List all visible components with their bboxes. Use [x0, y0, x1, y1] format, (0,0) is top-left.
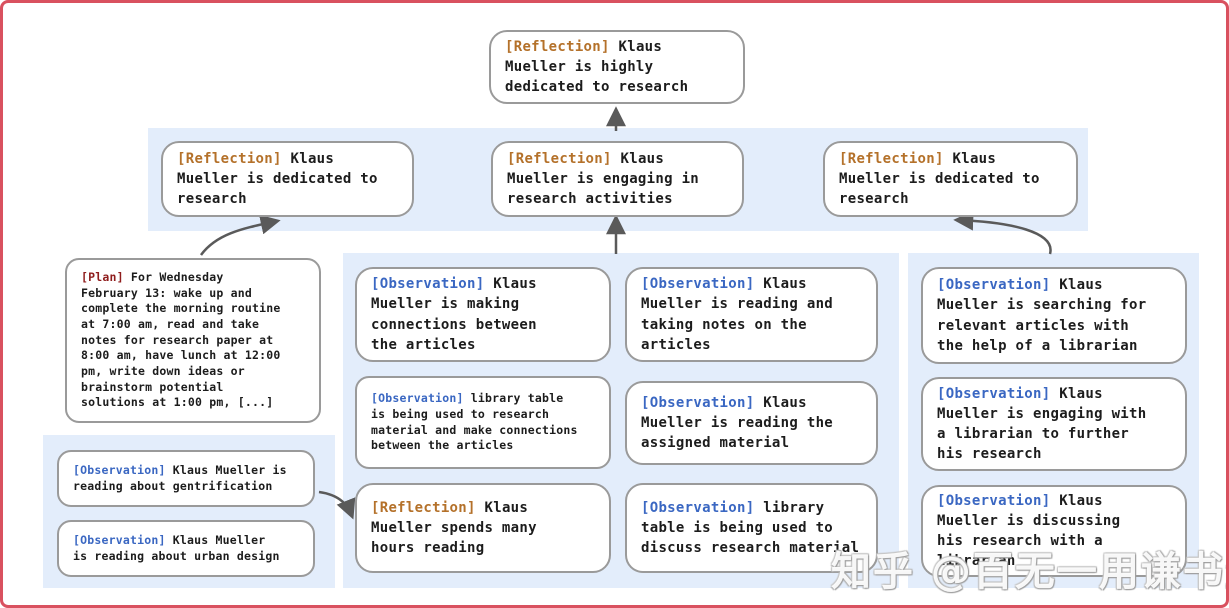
memory-text: library table is being used to discuss r… [641, 499, 860, 556]
reflection-tag: [Reflection] [177, 150, 282, 167]
memory-text: Klaus Mueller is engaging in research ac… [507, 150, 700, 208]
observation-tag: [Observation] [937, 385, 1051, 402]
reflection-tag: [Reflection] [371, 499, 476, 516]
memory-box-obs-gentrification: [Observation] Klaus Mueller is reading a… [57, 450, 315, 507]
memory-text: For Wednesday February 13: wake up and c… [81, 270, 281, 410]
memory-text: Klaus Mueller is highly dedicated to res… [505, 38, 689, 96]
memory-box-obs-assigned-material: [Observation] Klaus Mueller is reading t… [625, 381, 878, 465]
watermark-text: 知乎 @百无一用谦书生 [831, 549, 1229, 595]
arrow-right-panel-to-reflection-right [953, 210, 1052, 255]
reflection-tag: [Reflection] [507, 150, 612, 167]
memory-text: Klaus Mueller is dedicated to research [177, 150, 378, 208]
memory-text: Klaus Mueller is making connections betw… [371, 276, 537, 353]
memory-text: Klaus Mueller is dedicated to research [839, 150, 1040, 208]
memory-box-obs-library-table-discuss: [Observation] library table is being use… [625, 483, 878, 573]
memory-box-obs-engaging-librarian: [Observation] Klaus Mueller is engaging … [921, 377, 1187, 471]
observation-tag: [Observation] [73, 532, 166, 547]
memory-text: library table is being used to research … [371, 391, 578, 453]
plan-tag: [Plan] [81, 270, 124, 285]
memory-box-obs-urban-design: [Observation] Klaus Mueller is reading a… [57, 520, 315, 577]
observation-tag: [Observation] [371, 276, 485, 293]
memory-box-obs-taking-notes: [Observation] Klaus Mueller is reading a… [625, 267, 878, 362]
memory-box-reflection-left: [Reflection] Klaus Mueller is dedicated … [161, 141, 414, 217]
observation-tag: [Observation] [937, 492, 1051, 509]
arrow-plan-to-reflection-left [199, 214, 281, 256]
memory-text: Klaus Mueller is reading the assigned ma… [641, 394, 834, 451]
memory-text: Klaus Mueller is discussing his research… [937, 492, 1121, 570]
memory-box-plan: [Plan] For Wednesday February 13: wake u… [65, 258, 321, 423]
memory-box-root-reflection: [Reflection] Klaus Mueller is highly ded… [489, 30, 745, 104]
observation-tag: [Observation] [641, 394, 755, 411]
memory-box-reflection-center: [Reflection] Klaus Mueller is engaging i… [491, 141, 744, 217]
observation-tag: [Observation] [937, 277, 1051, 294]
memory-box-obs-library-table-research: [Observation] library table is being use… [355, 376, 611, 469]
memory-text: Klaus Mueller is reading and taking note… [641, 276, 834, 353]
memory-text: Klaus Mueller spends many hours reading [371, 499, 537, 556]
observation-tag: [Observation] [371, 391, 464, 406]
arrow-left-observations-to-reflection-reading [318, 490, 356, 520]
memory-text: Klaus Mueller is searching for relevant … [937, 277, 1147, 354]
observation-tag: [Observation] [641, 499, 755, 516]
memory-box-reflection-hours-reading: [Reflection] Klaus Mueller spends many h… [355, 483, 611, 573]
memory-box-obs-discussing-research: [Observation] Klaus Mueller is discussin… [921, 485, 1187, 577]
observation-tag: [Observation] [73, 462, 166, 477]
memory-text: Klaus Mueller is engaging with a librari… [937, 385, 1147, 463]
observation-tag: [Observation] [641, 276, 755, 293]
memory-box-obs-searching-articles: [Observation] Klaus Mueller is searching… [921, 267, 1187, 364]
connector-arrows [199, 106, 1052, 520]
memory-text: Klaus Mueller is reading about urban des… [73, 532, 280, 563]
reflection-tag: [Reflection] [839, 150, 944, 167]
memory-text: Klaus Mueller is reading about gentrific… [73, 462, 287, 493]
memory-box-obs-making-connections: [Observation] Klaus Mueller is making co… [355, 267, 611, 362]
memory-box-reflection-right: [Reflection] Klaus Mueller is dedicated … [823, 141, 1078, 217]
reflection-tag: [Reflection] [505, 38, 610, 55]
